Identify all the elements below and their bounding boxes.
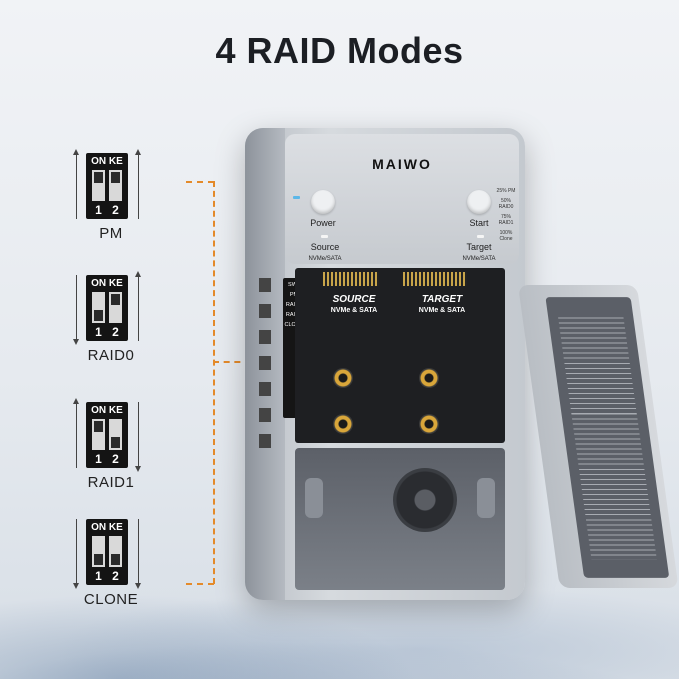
lower-chassis bbox=[295, 448, 505, 590]
switch-2 bbox=[109, 536, 122, 567]
switch1-arrow-icon bbox=[73, 398, 79, 468]
switch-2 bbox=[109, 292, 122, 323]
switch-1 bbox=[92, 170, 105, 201]
switch1-arrow-icon bbox=[73, 275, 79, 345]
source-connector bbox=[323, 272, 379, 286]
rubber-pad bbox=[305, 478, 323, 518]
start-label: Start bbox=[469, 218, 489, 228]
strip-label-clone: CLONE bbox=[284, 322, 304, 328]
switch-1 bbox=[92, 536, 105, 567]
target-led bbox=[477, 235, 484, 238]
connector-tick-clone bbox=[186, 583, 214, 585]
dip-on-label: ON KE bbox=[91, 405, 123, 416]
switch1-arrow-icon bbox=[73, 519, 79, 589]
switch2-arrow-icon bbox=[135, 519, 141, 589]
dip-on-label: ON KE bbox=[91, 278, 123, 289]
start-button[interactable] bbox=[467, 190, 491, 214]
target-connector bbox=[403, 272, 467, 286]
brand-logo: MAIWO bbox=[372, 156, 432, 172]
progress-50: 50% RAID0 bbox=[498, 198, 514, 210]
power-label: Power bbox=[310, 218, 336, 228]
power-button[interactable] bbox=[311, 190, 335, 214]
page-title: 4 RAID Modes bbox=[215, 30, 464, 71]
mode-label: RAID1 bbox=[87, 474, 135, 491]
mode-label: RAID0 bbox=[87, 347, 135, 364]
dip-on-label: ON KE bbox=[91, 156, 123, 167]
mount-screw bbox=[333, 368, 353, 388]
strip-label-raid1: RAID1 bbox=[285, 312, 303, 318]
mode-label: PM bbox=[99, 225, 123, 242]
lid-heatsink bbox=[545, 297, 670, 578]
progress-25: 25% PM bbox=[496, 188, 516, 194]
switch-2 bbox=[109, 419, 122, 450]
mount-screw bbox=[333, 414, 353, 434]
switch-1 bbox=[92, 292, 105, 323]
source-led bbox=[321, 235, 328, 238]
power-led bbox=[293, 196, 300, 199]
switch1-arrow-icon bbox=[73, 149, 79, 219]
strip-label-pm: PM bbox=[289, 292, 299, 298]
connector-tick-pm bbox=[186, 181, 214, 183]
rubber-pad bbox=[477, 478, 495, 518]
progress-75: 75% RAID1 bbox=[498, 214, 514, 226]
switch2-arrow-icon bbox=[135, 149, 141, 219]
cooling-fan bbox=[393, 468, 457, 532]
switch2-arrow-icon bbox=[135, 271, 141, 341]
progress-indicators: 25% PM 50% RAID0 75% RAID1 100% Clone bbox=[494, 188, 518, 246]
mount-screw bbox=[419, 414, 439, 434]
strip-label-raid0: RAID0 bbox=[285, 302, 303, 308]
mode-label: CLONE bbox=[83, 591, 139, 608]
mount-screw bbox=[419, 368, 439, 388]
strip-label-sw1: SW1 bbox=[288, 282, 300, 288]
dip-on-label: ON KE bbox=[91, 522, 123, 533]
switch-2 bbox=[109, 170, 122, 201]
switch2-arrow-icon bbox=[135, 402, 141, 472]
side-vents bbox=[259, 278, 271, 448]
switch-1 bbox=[92, 419, 105, 450]
progress-100: 100% Clone bbox=[499, 230, 513, 242]
connector-line bbox=[213, 181, 215, 584]
